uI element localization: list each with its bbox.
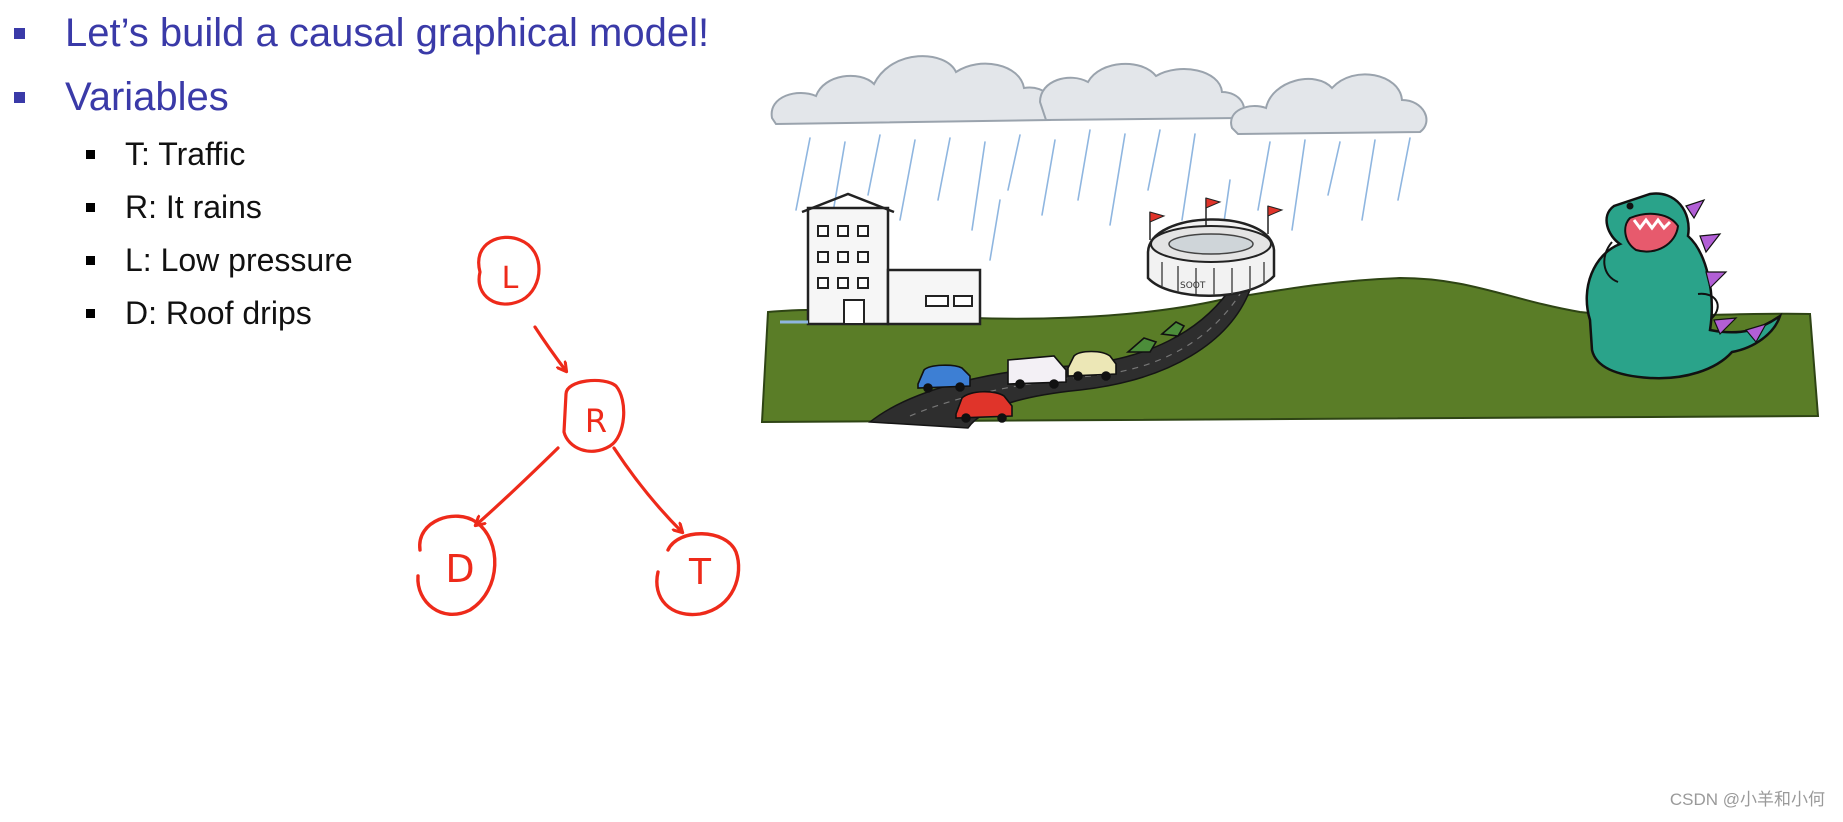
green-monster <box>1585 192 1783 380</box>
variable-item-text: T: Traffic <box>125 135 246 172</box>
watermark: CSDN @小羊和小何 <box>1669 790 1825 809</box>
variable-item-text: D: Roof drips <box>125 294 312 331</box>
rain-traffic-illustration: SOOT <box>760 55 1820 429</box>
stadium: SOOT <box>1146 197 1284 297</box>
variable-item-t: T: Traffic <box>86 134 245 174</box>
node-d-label: D <box>445 547 474 591</box>
node-r: R <box>562 378 626 453</box>
sub-bullet-square-icon <box>86 149 95 159</box>
variable-item-text: R: It rains <box>125 188 262 225</box>
node-r-label: R <box>585 402 607 440</box>
node-t-label: T <box>688 552 712 593</box>
sub-bullet-square-icon <box>86 308 95 318</box>
cars-in-traffic <box>917 321 1186 423</box>
node-t: T <box>655 532 741 617</box>
rain-clouds <box>770 55 1428 136</box>
sub-bullet-square-icon <box>86 202 95 212</box>
bullet-title: Let’s build a causal graphical model! <box>14 8 709 58</box>
office-building <box>780 192 982 326</box>
variable-item-l: L: Low pressure <box>86 240 353 280</box>
node-l-label: L <box>502 261 519 296</box>
node-d: D <box>416 514 497 617</box>
node-l: L <box>477 235 541 306</box>
stadium-sign: SOOT <box>1180 281 1206 291</box>
bullet-title-text: Let’s build a causal graphical model! <box>65 10 710 55</box>
bullet-variables-text: Variables <box>65 74 229 119</box>
variable-item-d: D: Roof drips <box>86 293 312 333</box>
edge-r-to-t <box>612 446 682 532</box>
bullet-square-icon <box>14 91 25 103</box>
causal-graph: L R D T <box>416 235 741 617</box>
edge-r-to-d <box>476 446 560 525</box>
variable-item-text: L: Low pressure <box>125 241 353 278</box>
variable-item-r: R: It rains <box>86 187 262 227</box>
edge-l-to-r <box>533 325 566 371</box>
sub-bullet-square-icon <box>86 255 95 265</box>
bullet-variables: Variables <box>14 72 229 122</box>
bullet-square-icon <box>14 27 25 39</box>
